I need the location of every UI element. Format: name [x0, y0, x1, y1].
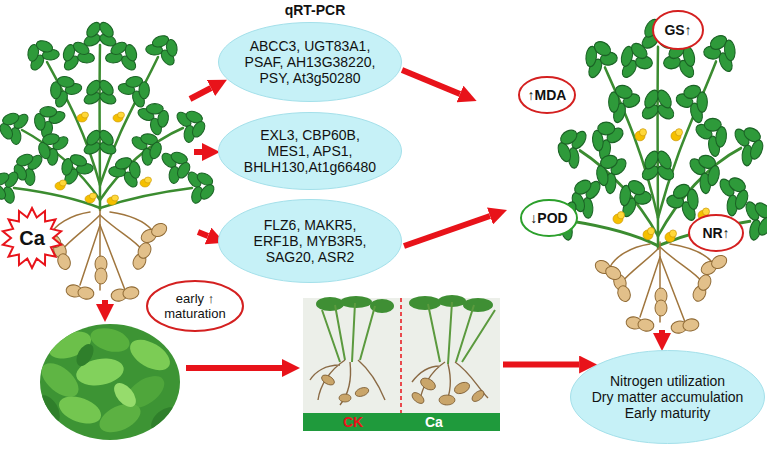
indicator-label: NR↑ [702, 225, 729, 241]
gene-group: EXL3, CBP60B, MES1, APS1, BHLH130,At1g66… [218, 112, 402, 190]
element-burst: Ca [0, 206, 64, 270]
gene-list: ABCC3, UGT83A1, PSAF, AH13G38220, PSY, A… [242, 38, 378, 86]
indicator-circle: ↑MDA [518, 76, 576, 114]
maturation-label: early ↑ maturation [158, 291, 232, 321]
indicator-label: GS↑ [664, 22, 691, 38]
leaf-photo [31, 322, 184, 444]
gene-group: ABCC3, UGT83A1, PSAF, AH13G38220, PSY, A… [218, 22, 402, 102]
gene-list: EXL3, CBP60B, MES1, APS1, BHLH130,At1g66… [242, 127, 378, 175]
outcome-item: Nitrogen utilization [610, 373, 725, 389]
peanut-plant [545, 16, 767, 334]
gene-list: FLZ6, MAKR5, ERF1B, MYB3R5, SAG20, ASR2 [242, 217, 378, 265]
flow-arrow [503, 362, 579, 368]
peanut-plant [0, 20, 219, 302]
indicator-circle-shape [519, 77, 575, 113]
indicator-circle: NR↑ [688, 214, 744, 252]
indicator-circle: ↓POD [520, 199, 578, 237]
indicator-label: ↑MDA [528, 87, 567, 103]
outcome-ellipse: Nitrogen utilizationDry matter accumulat… [570, 350, 765, 444]
gene-group-shape [219, 200, 402, 283]
flow-arrow [105, 70, 662, 368]
indicator-circle-shape [689, 215, 743, 251]
maturation-oval: early ↑ maturation [146, 280, 244, 332]
indicator-circle-shape [653, 11, 703, 49]
outcome-item: Dry matter accumulation [592, 389, 744, 405]
gene-group-shape [219, 23, 402, 102]
indicator-circle: GS↑ [652, 10, 704, 50]
field-photo [303, 295, 500, 431]
outcome-ellipse-shape [571, 351, 765, 444]
indicator-label: ↓POD [530, 210, 567, 226]
outcome-item: Early maturity [625, 405, 711, 421]
treatment-label: CK [343, 413, 363, 431]
photo-panel: CK Ca [303, 298, 500, 431]
treatment-label: Ca [425, 413, 443, 431]
element-label: Ca [19, 227, 45, 250]
gene-group-shape [219, 113, 402, 190]
element-burst-shape [3, 208, 61, 268]
indicator-circle-shape [521, 200, 577, 236]
gene-group: FLZ6, MAKR5, ERF1B, MYB3R5, SAG20, ASR2 [218, 199, 402, 283]
maturation-oval-shape [147, 281, 243, 331]
diagram-title: qRT-PCR [250, 2, 380, 18]
